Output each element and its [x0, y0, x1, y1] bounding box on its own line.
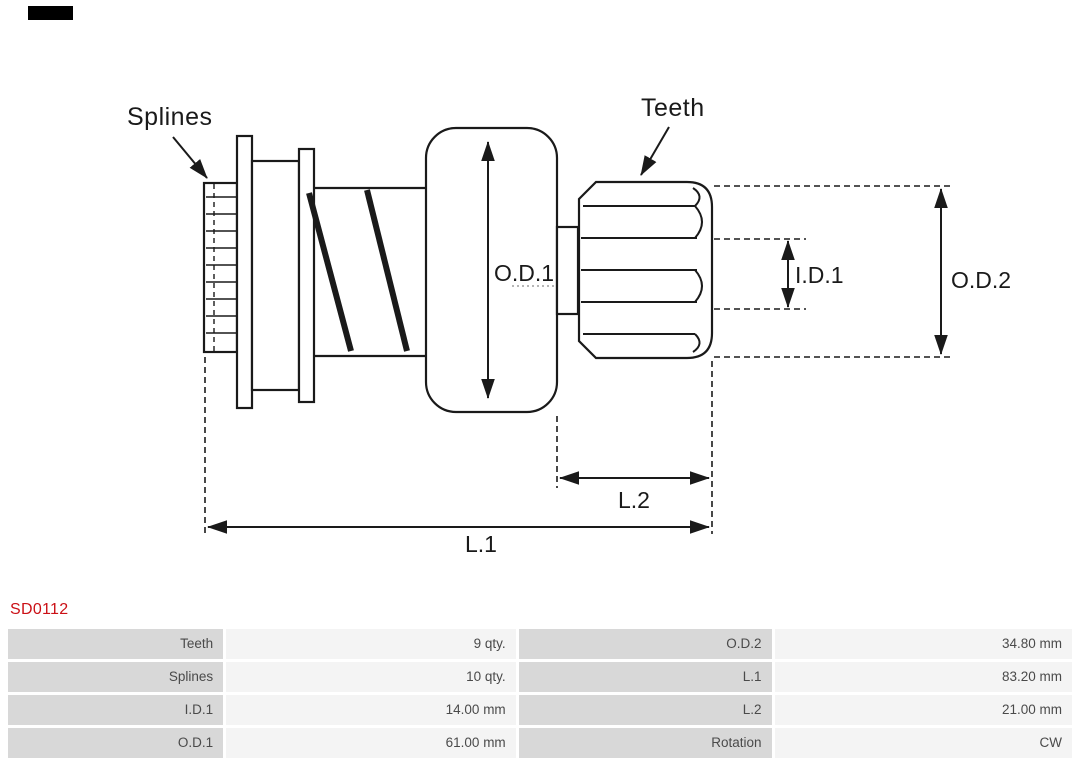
- od1-label: O.D.1: [494, 260, 554, 286]
- dim-l1: L.1: [207, 520, 710, 557]
- dim-extension-lines: [204, 185, 952, 534]
- dim-l2: L.2: [559, 471, 710, 513]
- callout-splines: Splines: [127, 103, 213, 179]
- spec-value: 9 qty.: [226, 629, 516, 659]
- spec-value: CW: [774, 728, 1072, 758]
- spec-value: 83.20 mm: [774, 662, 1072, 692]
- part-code: SD0112: [10, 601, 69, 618]
- spec-label: O.D.2: [518, 629, 772, 659]
- spec-value: 21.00 mm: [774, 695, 1072, 725]
- l1-label: L.1: [465, 531, 497, 557]
- spec-label: I.D.1: [8, 695, 224, 725]
- spec-table: Teeth 9 qty. O.D.2 34.80 mm Splines 10 q…: [8, 629, 1072, 758]
- spec-label: Rotation: [518, 728, 772, 758]
- spec-value: 10 qty.: [226, 662, 516, 692]
- spline-shaft: [202, 181, 239, 354]
- technical-drawing: O.D.1 I.D.1 O.D.2 L.2 L.1 Splines: [127, 94, 1011, 557]
- l2-label: L.2: [618, 487, 650, 513]
- teeth-label: Teeth: [641, 94, 705, 122]
- flange-collar: [235, 134, 316, 410]
- dim-id1: I.D.1: [781, 240, 844, 308]
- brand-logo: [28, 6, 73, 20]
- pinion-gear: [577, 180, 714, 360]
- spec-label: Splines: [8, 662, 224, 692]
- spec-label: L.2: [518, 695, 772, 725]
- drive-spring: [306, 186, 426, 358]
- od2-label: O.D.2: [951, 267, 1011, 293]
- id1-label: I.D.1: [795, 262, 844, 288]
- spec-label: Teeth: [8, 629, 224, 659]
- splines-label: Splines: [127, 103, 213, 131]
- dim-od2: O.D.2: [934, 188, 1011, 355]
- spec-value: 14.00 mm: [226, 695, 516, 725]
- spec-label: O.D.1: [8, 728, 224, 758]
- spec-label: L.1: [518, 662, 772, 692]
- spec-value: 34.80 mm: [774, 629, 1072, 659]
- callout-teeth: Teeth: [640, 94, 705, 176]
- spec-value: 61.00 mm: [226, 728, 516, 758]
- dim-od1: O.D.1: [481, 141, 554, 399]
